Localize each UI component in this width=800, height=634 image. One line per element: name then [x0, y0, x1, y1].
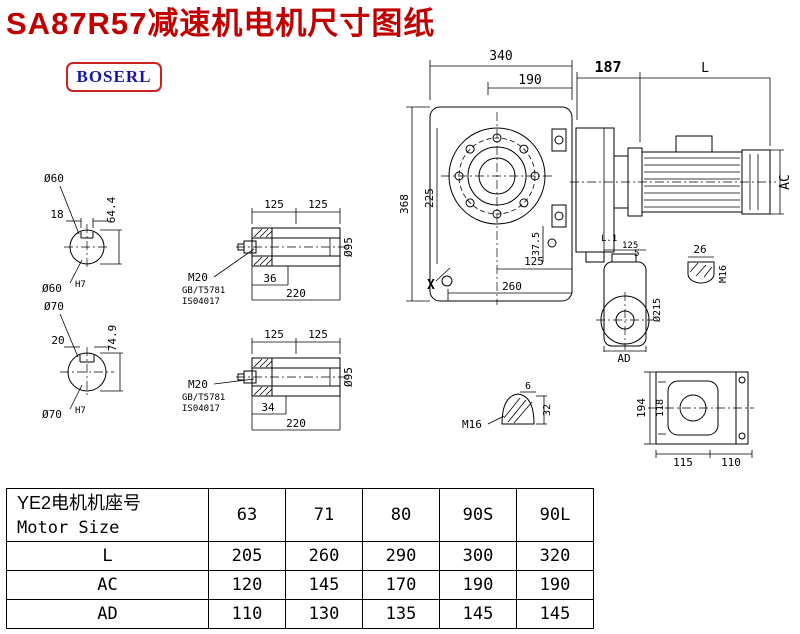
dim-6: 6 [525, 381, 531, 392]
motor-size-label-cn: YE2电机机座号 [17, 492, 142, 513]
cell-AD-90l: 145 [516, 599, 594, 629]
dim-AC: AC [778, 174, 793, 190]
dim-225: 225 [423, 188, 436, 208]
dim-20: 20 [51, 334, 64, 347]
row-label-L: L [6, 541, 209, 571]
dim-125-flange: 125 [622, 241, 638, 251]
dim-125a-bottom: 125 [264, 328, 284, 341]
motor-size-table: YE2电机机座号 Motor Size 63 71 80 90S 90L L 2… [6, 488, 594, 629]
label-iso4017-top: IS04017 [182, 297, 220, 307]
dim-AD: AD [617, 352, 630, 365]
dim-110: 110 [721, 456, 741, 469]
motor-size-label-en: Motor Size [17, 517, 120, 538]
dim-36: 36 [263, 272, 276, 285]
dim-32: 32 [542, 404, 553, 416]
key-detail-bottom: 6 32 M16 [462, 381, 553, 431]
cell-L-80: 290 [362, 541, 440, 571]
cell-AC-90s: 190 [439, 570, 517, 600]
dim-190: 190 [518, 73, 541, 88]
label-d60h7-tol: H7 [75, 280, 86, 290]
cell-AC-90l: 190 [516, 570, 594, 600]
gearbox-front-view [429, 106, 573, 305]
label-d70h7-tol: H7 [75, 406, 86, 416]
label-m20-top: M20 [188, 271, 208, 284]
shaft-section-60: Ø60 18 64.4 Ø60 H7 [42, 172, 122, 295]
dim-d215: Ø215 [651, 298, 663, 322]
col-header-90s: 90S [439, 488, 517, 542]
brand-logo-text: BOSERL [76, 67, 152, 86]
dim-d95-top: Ø95 [342, 237, 355, 257]
dim-37-5: 37.5 [531, 232, 542, 256]
cell-AD-90s: 145 [439, 599, 517, 629]
hollow-shaft-bottom: 125 125 M20 GB/T5781 IS04017 34 220 Ø95 [182, 328, 355, 431]
col-header-80: 80 [362, 488, 440, 542]
hollow-shaft-top: 125 125 M20 GB/T5781 IS04017 36 220 Ø95 [182, 198, 355, 307]
cell-AC-71: 145 [285, 570, 363, 600]
row-label-AD: AD [6, 599, 209, 629]
brand-logo: BOSERL [66, 62, 162, 92]
table-row-AC: AC 120 145 170 190 190 [6, 570, 594, 600]
label-d60h7: Ø60 [42, 282, 62, 295]
gearbox-bottom-view: 194 118 115 110 [635, 371, 754, 469]
label-d70: Ø70 [44, 300, 64, 313]
cell-L-90l: 320 [516, 541, 594, 571]
label-x: X [427, 278, 435, 293]
dim-74-9: 74.9 [106, 325, 119, 352]
dim-194: 194 [635, 398, 648, 418]
dim-220-top: 220 [286, 287, 306, 300]
dim-L: L [701, 61, 709, 76]
gearbox-front-dimensions: 340 190 368 225 37.5 125 260 X [398, 49, 573, 302]
dim-26: 26 [693, 243, 706, 256]
col-header-90l: 90L [516, 488, 594, 542]
label-m20-bottom: M20 [188, 378, 208, 391]
cell-L-90s: 300 [439, 541, 517, 571]
motor-size-header-cell: YE2电机机座号 Motor Size [6, 488, 209, 542]
flange-side-view: L.1 125 5 Ø215 AD [596, 234, 663, 365]
dim-m16-bottom: M16 [462, 418, 482, 431]
dim-34: 34 [261, 401, 275, 414]
gearmotor-side-view [570, 127, 776, 263]
dim-5: 5 [634, 249, 639, 259]
page-title: SA87R57减速机电机尺寸图纸 [6, 6, 436, 41]
cell-AC-80: 170 [362, 570, 440, 600]
dim-d95-bottom: Ø95 [342, 367, 355, 387]
table-row-L: L 205 260 290 300 320 [6, 541, 594, 571]
label-d70h7: Ø70 [42, 408, 62, 421]
dim-125-front: 125 [524, 255, 544, 268]
cell-L-71: 260 [285, 541, 363, 571]
dim-118: 118 [655, 399, 666, 417]
dim-187: 187 [594, 58, 621, 76]
label-gbt5781-top: GB/T5781 [182, 286, 225, 296]
gearmotor-side-dimensions: 187 L AC [576, 58, 793, 215]
dim-L1: L.1 [601, 234, 617, 244]
dim-m16-top: M16 [718, 265, 729, 283]
cell-L-63: 205 [208, 541, 286, 571]
key-detail-top: 26 M16 [687, 243, 729, 284]
dim-125a-top: 125 [264, 198, 284, 211]
row-label-AC: AC [6, 570, 209, 600]
dim-340: 340 [489, 49, 512, 64]
dim-220-bottom: 220 [286, 417, 306, 430]
dim-64-4: 64.4 [105, 196, 118, 223]
table-row-AD: AD 110 130 135 145 145 [6, 599, 594, 629]
label-gbt5781-bottom: GB/T5781 [182, 393, 225, 403]
dim-125b-top: 125 [308, 198, 328, 211]
dim-18: 18 [50, 208, 63, 221]
cell-AD-63: 110 [208, 599, 286, 629]
dim-125b-bottom: 125 [308, 328, 328, 341]
cell-AC-63: 120 [208, 570, 286, 600]
dim-368: 368 [398, 194, 411, 214]
label-iso4017-bottom: IS04017 [182, 404, 220, 414]
col-header-71: 71 [285, 488, 363, 542]
shaft-section-70: Ø70 20 74.9 Ø70 H7 [42, 300, 123, 421]
table-header-row: YE2电机机座号 Motor Size 63 71 80 90S 90L [6, 488, 594, 542]
col-header-63: 63 [208, 488, 286, 542]
cell-AD-71: 130 [285, 599, 363, 629]
dim-260: 260 [502, 280, 522, 293]
dim-115: 115 [673, 456, 693, 469]
cell-AD-80: 135 [362, 599, 440, 629]
label-d60: Ø60 [44, 172, 64, 185]
